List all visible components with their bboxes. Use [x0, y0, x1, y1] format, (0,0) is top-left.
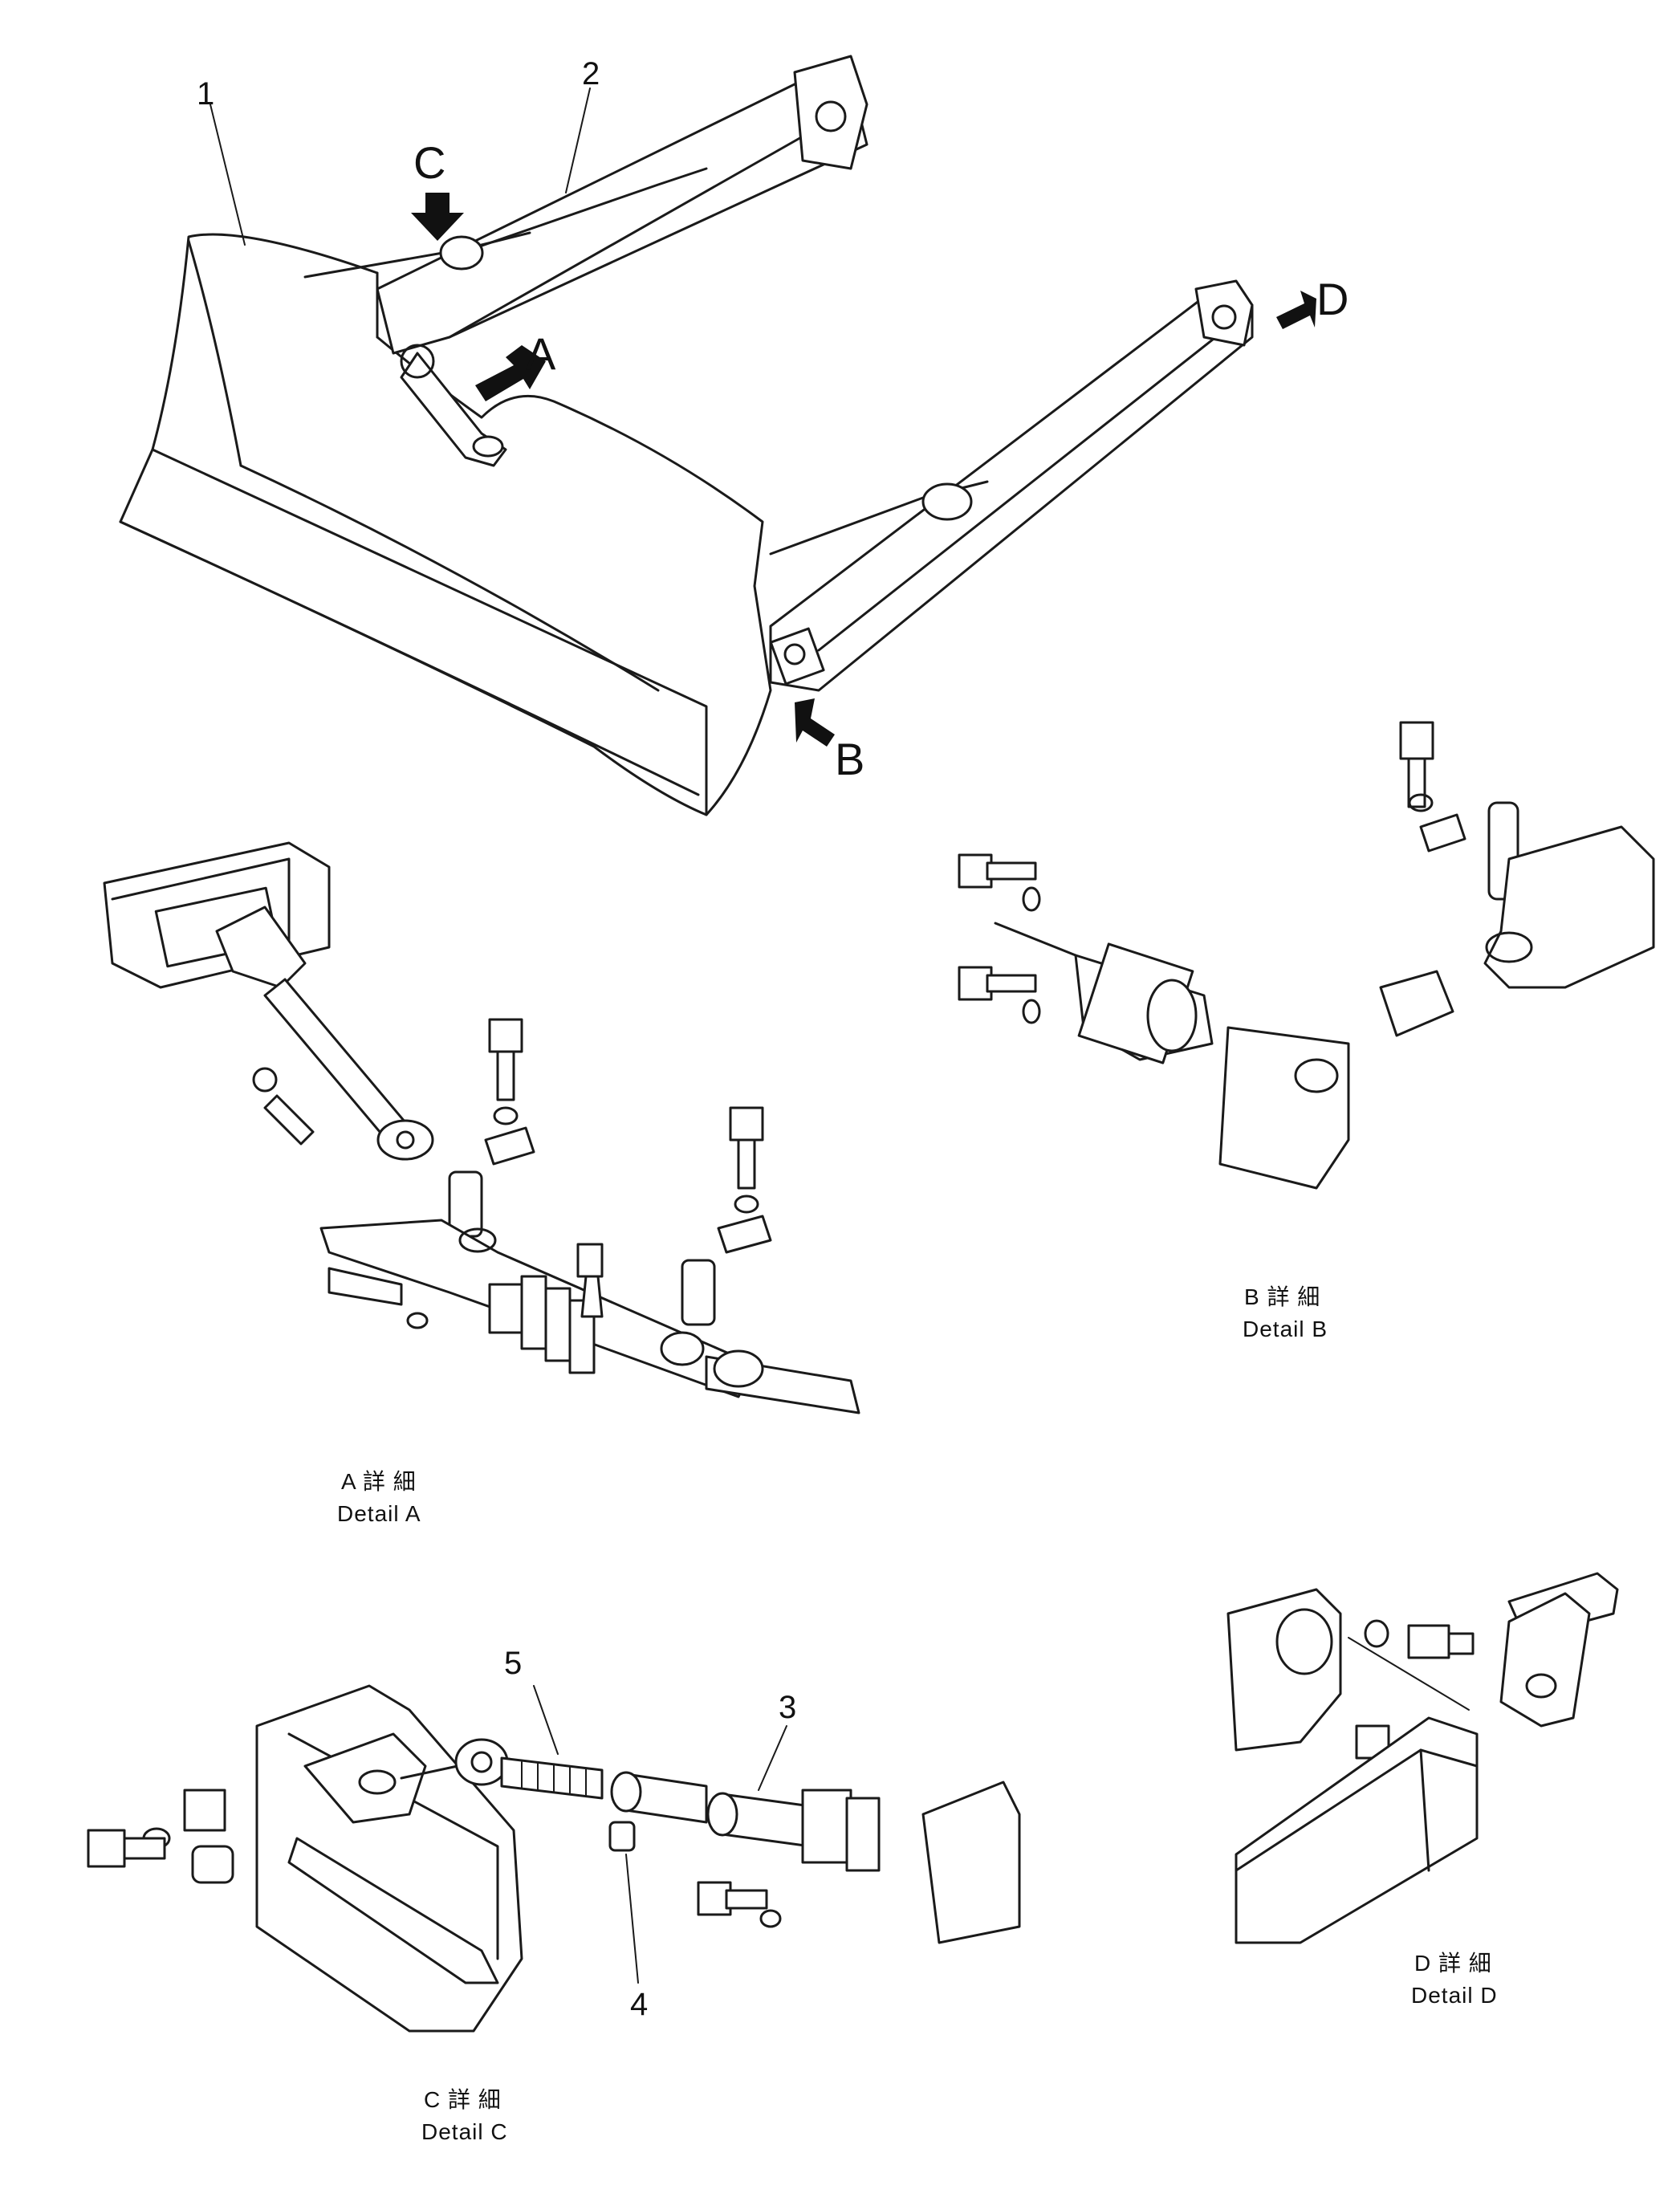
- view-letter-c: C: [413, 137, 445, 188]
- callout-5: 5: [504, 1646, 522, 1681]
- left-trunnion-plate: [793, 55, 868, 170]
- detail-a-drawing: A 詳 細 Detail A: [103, 841, 860, 1526]
- detail-d-caption-en: Detail D: [1411, 1983, 1498, 2008]
- detail-a-caption-jp: A 詳 細: [341, 1469, 417, 1494]
- detail-c-caption-jp: C 詳 細: [424, 2087, 502, 2112]
- main-assembly: [119, 55, 1254, 816]
- callout-3: 3: [779, 1690, 796, 1725]
- detail-a-caption-en: Detail A: [337, 1501, 421, 1526]
- detail-c-drawing: 5 3 4 C 詳 細 Detail C: [87, 1646, 1021, 2144]
- arrow-c: [411, 193, 464, 241]
- detail-c-rod-5: [500, 1756, 604, 1800]
- detail-d-trunnion-plate: [1226, 1588, 1342, 1752]
- detail-b-caption-en: Detail B: [1243, 1317, 1328, 1341]
- detail-d-caption-jp: D 詳 細: [1414, 1951, 1492, 1976]
- detail-b-frame-end: [1483, 825, 1655, 989]
- callout-4: 4: [630, 1987, 648, 2022]
- callout-2: 2: [582, 56, 600, 92]
- view-letter-a: A: [526, 328, 556, 379]
- callout-1: 1: [197, 76, 214, 112]
- detail-b-blade-corner: [1218, 1026, 1350, 1190]
- callouts: 1 2: [197, 56, 600, 246]
- arrow-b: [795, 698, 835, 747]
- detail-b-drawing: B 詳 細 Detail B: [958, 721, 1655, 1341]
- detail-b-caption-jp: B 詳 細: [1244, 1284, 1320, 1309]
- arrow-d: [1276, 291, 1316, 329]
- view-letter-d: D: [1316, 274, 1348, 324]
- detail-d-drawing: D 詳 細 Detail D: [1226, 1572, 1619, 2008]
- view-letter-b: B: [835, 734, 864, 784]
- arrow-a: [475, 345, 546, 401]
- detail-d-frame: [1235, 1716, 1479, 1944]
- right-trunnion-block: [1194, 279, 1254, 347]
- detail-c-caption-en: Detail C: [421, 2119, 508, 2144]
- view-arrow-group: C A D B: [411, 137, 1348, 784]
